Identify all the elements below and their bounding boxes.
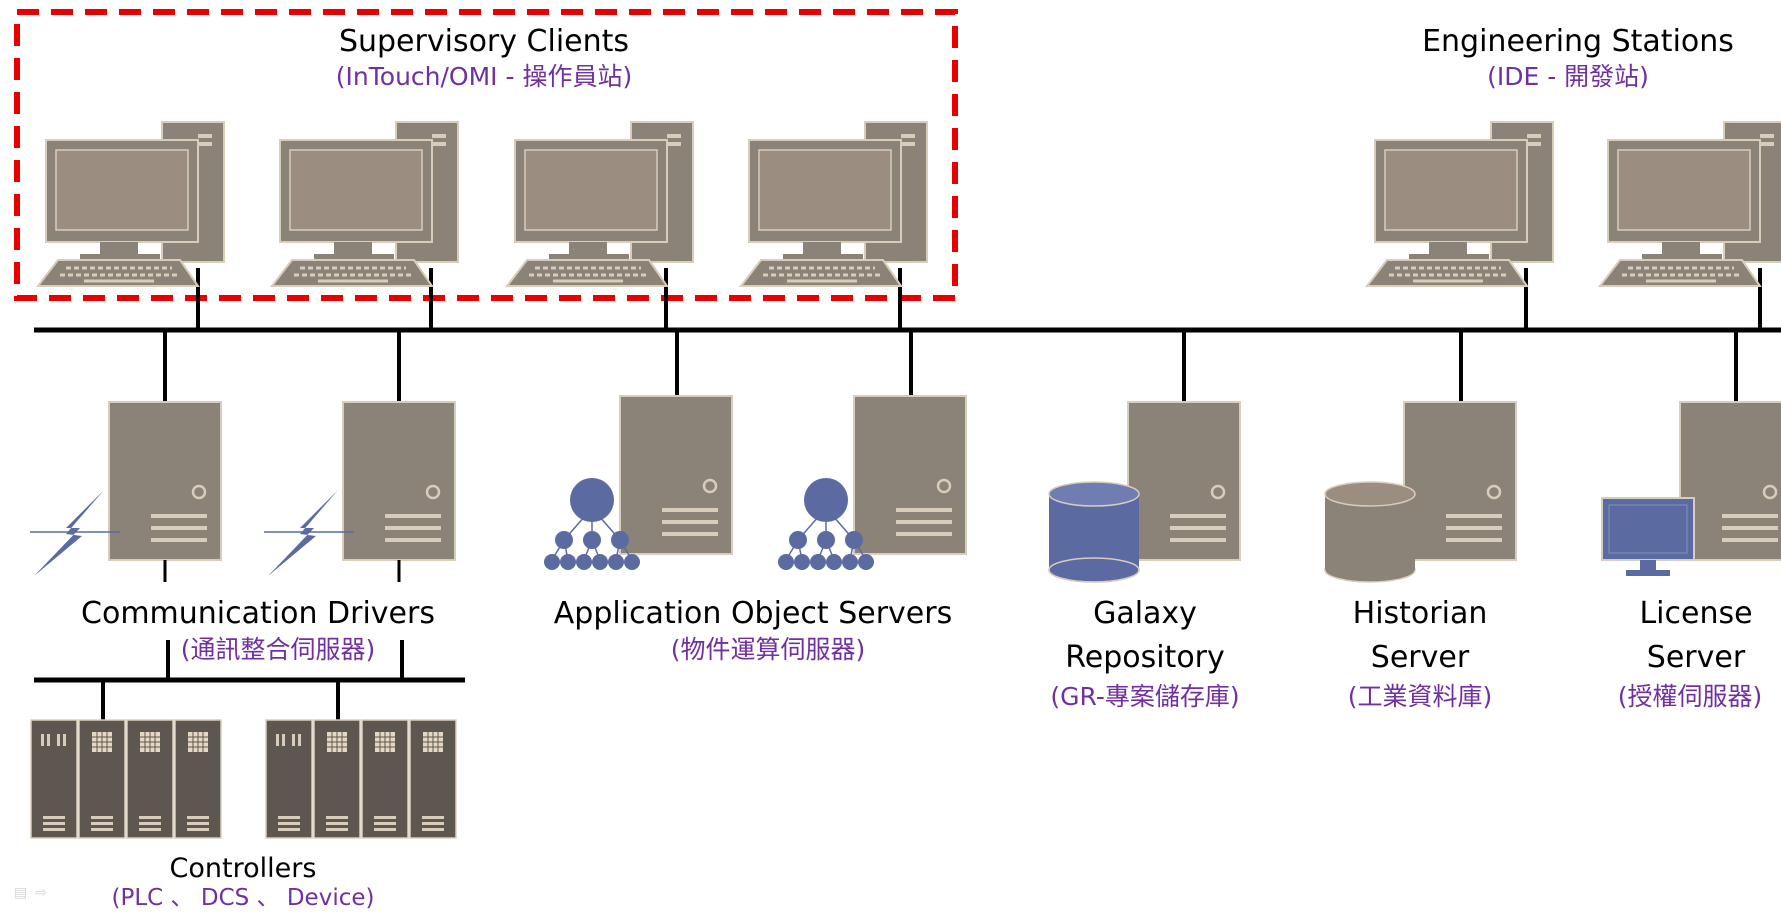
- supervisory-client-pc-4: [739, 120, 929, 288]
- slide-nav: ▤ ⇨: [14, 885, 47, 901]
- communication-drivers-title: Communication Drivers: [81, 596, 435, 631]
- controller-network-bus: [34, 560, 465, 720]
- main-network-bus: [34, 268, 1781, 402]
- engineering-stations-subtitle: (IDE - 開發站): [1487, 62, 1649, 91]
- license-server-title-line2: Server: [1646, 640, 1746, 675]
- database-cylinder-icon: [1048, 481, 1140, 583]
- lightning-icon: [263, 489, 355, 577]
- license-server-title-line1: License: [1639, 596, 1753, 631]
- communication-driver-server-2: [341, 400, 457, 562]
- galaxy-repository-title-line1: Galaxy: [1093, 596, 1197, 631]
- license-server: [1678, 400, 1781, 562]
- controllers-subtitle: (PLC 、 DCS 、 Device): [111, 885, 375, 911]
- communication-driver-server-1: [107, 400, 223, 562]
- supervisory-clients-title: Supervisory Clients: [338, 24, 630, 59]
- galaxy-repository-title-line2: Repository: [1065, 640, 1225, 675]
- lightning-icon: [29, 489, 121, 577]
- controller-rack-2: [265, 719, 457, 839]
- prev-slide-icon[interactable]: ▤: [14, 885, 28, 901]
- license-server-subtitle: (授權伺服器): [1617, 682, 1763, 711]
- communication-drivers-subtitle: (通訊整合伺服器): [180, 635, 376, 664]
- application-object-servers-subtitle: (物件運算伺服器): [670, 635, 866, 664]
- historian-server-subtitle: (工業資料庫): [1347, 682, 1493, 711]
- galaxy-repository-server: [1126, 400, 1242, 562]
- application-object-server-2: [852, 394, 968, 556]
- galaxy-repository-subtitle: (GR-專案儲存庫): [1050, 682, 1240, 711]
- historian-server: [1402, 400, 1518, 562]
- controller-rack-1: [30, 719, 222, 839]
- next-slide-icon[interactable]: ⇨: [35, 885, 47, 901]
- supervisory-clients-subtitle: (InTouch/OMI - 操作員站): [335, 62, 633, 91]
- controllers-title: Controllers: [169, 853, 317, 884]
- supervisory-client-pc-1: [36, 120, 226, 288]
- engineering-stations-title: Engineering Stations: [1422, 24, 1734, 59]
- application-object-servers-title: Application Object Servers: [553, 596, 953, 631]
- historian-server-title-line2: Server: [1370, 640, 1470, 675]
- application-object-server-1: [618, 394, 734, 556]
- engineering-station-pc-2: [1598, 120, 1781, 288]
- database-cylinder-icon: [1324, 481, 1416, 583]
- monitor-icon: [1601, 497, 1695, 576]
- engineering-station-pc-1: [1365, 120, 1555, 288]
- supervisory-client-pc-2: [270, 120, 460, 288]
- historian-server-title-line1: Historian: [1352, 596, 1488, 631]
- supervisory-client-pc-3: [505, 120, 695, 288]
